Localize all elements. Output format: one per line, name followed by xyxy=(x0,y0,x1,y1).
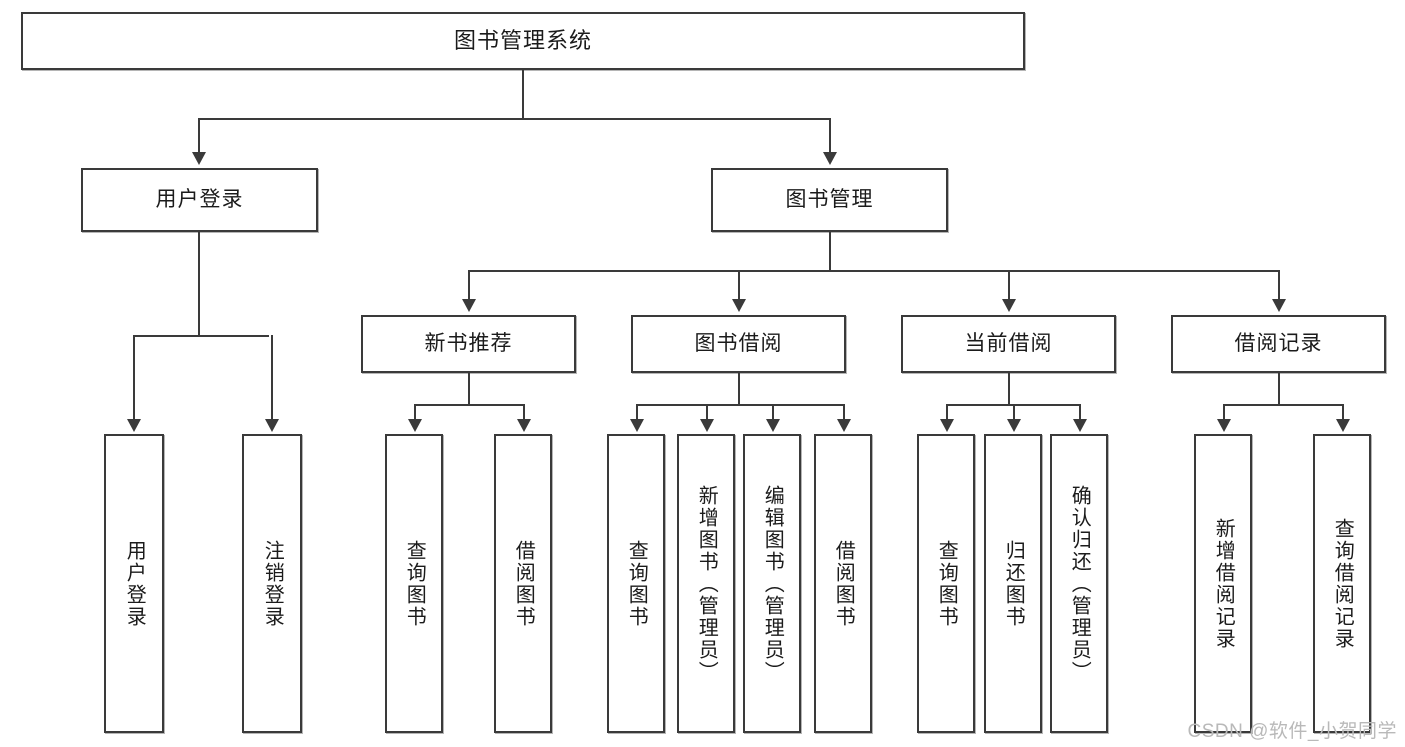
connector-book-borrow-bus xyxy=(636,404,844,406)
connector-book-manage-stem xyxy=(829,232,831,270)
connector-new-book-bus xyxy=(414,404,524,406)
node-user-login[interactable]: 用户登录 xyxy=(81,168,318,232)
leaf-book-borrow-borrow[interactable]: 借阅图书 xyxy=(814,434,872,733)
node-label: 新书推荐 xyxy=(424,332,513,356)
connector-drop-leaf-nbr-1 xyxy=(523,404,525,422)
connector-drop-current-borrow xyxy=(1008,270,1010,302)
connector-drop-leaf-br-0 xyxy=(1223,404,1225,422)
connector-drop-new-book xyxy=(468,270,470,302)
arrowhead-leaf-user-login-1 xyxy=(265,419,279,432)
leaf-label: 借阅图书 xyxy=(832,539,855,628)
connector-drop-leaf-cb-1 xyxy=(1013,404,1015,422)
arrowhead-leaf-nbr-0 xyxy=(408,419,422,432)
node-label: 图书管理系统 xyxy=(453,27,592,53)
leaf-user-login-logout[interactable]: 注销登录 xyxy=(242,434,302,733)
connector-drop-book-borrow xyxy=(738,270,740,302)
leaf-book-borrow-edit[interactable]: 编辑图书（管理员） xyxy=(743,434,801,733)
leaf-label: 编辑图书（管理员） xyxy=(761,484,784,683)
arrowhead-borrow-record xyxy=(1272,299,1286,312)
connector-drop-leaf-cb-0 xyxy=(946,404,948,422)
leaf-new-book-query[interactable]: 查询图书 xyxy=(385,434,443,733)
node-book-borrow[interactable]: 图书借阅 xyxy=(631,315,846,373)
leaf-book-borrow-query[interactable]: 查询图书 xyxy=(607,434,665,733)
connector-drop-leaf-bb-1 xyxy=(706,404,708,422)
connector-borrow-record-stem xyxy=(1278,373,1280,404)
connector-borrow-record-bus xyxy=(1223,404,1343,406)
connector-drop-user-login xyxy=(198,118,200,155)
node-label: 当前借阅 xyxy=(964,332,1053,356)
leaf-label: 查询图书 xyxy=(403,539,426,628)
leaf-label: 借阅图书 xyxy=(512,539,535,628)
connector-user-login-bus xyxy=(133,335,269,337)
connector-drop-leaf-nbr-0 xyxy=(414,404,416,422)
leaf-new-book-borrow[interactable]: 借阅图书 xyxy=(494,434,552,733)
node-label: 图书借阅 xyxy=(694,332,783,356)
connector-book-borrow-stem xyxy=(738,373,740,404)
node-label: 借阅记录 xyxy=(1234,332,1323,356)
leaf-current-borrow-return[interactable]: 归还图书 xyxy=(984,434,1042,733)
arrowhead-leaf-cb-2 xyxy=(1073,419,1087,432)
arrowhead-leaf-bb-3 xyxy=(837,419,851,432)
arrowhead-leaf-nbr-1 xyxy=(517,419,531,432)
leaf-label: 注销登录 xyxy=(261,539,284,628)
arrowhead-leaf-br-1 xyxy=(1336,419,1350,432)
leaf-label: 新增图书（管理员） xyxy=(695,484,718,683)
connector-drop-leaf-user-login-1 xyxy=(271,335,273,422)
node-label: 图书管理 xyxy=(785,188,874,212)
arrowhead-book-borrow xyxy=(732,299,746,312)
leaf-label: 归还图书 xyxy=(1002,539,1025,628)
leaf-book-borrow-add[interactable]: 新增图书（管理员） xyxy=(677,434,735,733)
node-root-system[interactable]: 图书管理系统 xyxy=(21,12,1025,70)
connector-drop-borrow-record xyxy=(1278,270,1280,302)
leaf-current-borrow-confirm-return[interactable]: 确认归还（管理员） xyxy=(1050,434,1108,733)
leaf-label: 确认归还（管理员） xyxy=(1068,484,1091,683)
leaf-label: 查询借阅记录 xyxy=(1331,517,1354,650)
node-book-management[interactable]: 图书管理 xyxy=(711,168,948,232)
arrowhead-leaf-bb-2 xyxy=(766,419,780,432)
connector-drop-leaf-bb-3 xyxy=(843,404,845,422)
arrowhead-leaf-cb-0 xyxy=(940,419,954,432)
leaf-label: 查询图书 xyxy=(935,539,958,628)
arrowhead-leaf-cb-1 xyxy=(1007,419,1021,432)
leaf-borrow-record-add[interactable]: 新增借阅记录 xyxy=(1194,434,1252,733)
arrowhead-leaf-bb-0 xyxy=(630,419,644,432)
arrowhead-leaf-user-login-0 xyxy=(127,419,141,432)
node-new-book-recommend[interactable]: 新书推荐 xyxy=(361,315,576,373)
connector-user-login-stem xyxy=(198,232,200,335)
leaf-label: 新增借阅记录 xyxy=(1212,517,1235,650)
arrowhead-leaf-br-0 xyxy=(1217,419,1231,432)
arrowhead-new-book xyxy=(462,299,476,312)
node-current-borrow[interactable]: 当前借阅 xyxy=(901,315,1116,373)
connector-drop-book-manage xyxy=(829,118,831,155)
node-label: 用户登录 xyxy=(155,188,244,212)
leaf-user-login-login[interactable]: 用户登录 xyxy=(104,434,164,733)
arrowhead-current-borrow xyxy=(1002,299,1016,312)
leaf-current-borrow-query[interactable]: 查询图书 xyxy=(917,434,975,733)
leaf-label: 查询图书 xyxy=(625,539,648,628)
connector-root-stem xyxy=(522,70,524,118)
leaf-label: 用户登录 xyxy=(123,539,146,628)
node-borrow-record[interactable]: 借阅记录 xyxy=(1171,315,1386,373)
connector-level2-bus xyxy=(198,118,831,120)
connector-drop-leaf-cb-2 xyxy=(1079,404,1081,422)
connector-new-book-stem xyxy=(468,373,470,404)
connector-drop-leaf-bb-2 xyxy=(772,404,774,422)
arrowhead-book-manage xyxy=(823,152,837,165)
connector-current-borrow-stem xyxy=(1008,373,1010,404)
arrowhead-leaf-bb-1 xyxy=(700,419,714,432)
connector-level3-bus xyxy=(468,270,1280,272)
connector-drop-leaf-bb-0 xyxy=(636,404,638,422)
arrowhead-user-login xyxy=(192,152,206,165)
leaf-borrow-record-query[interactable]: 查询借阅记录 xyxy=(1313,434,1371,733)
connector-drop-leaf-user-login-0 xyxy=(133,335,135,422)
connector-drop-leaf-br-1 xyxy=(1342,404,1344,422)
